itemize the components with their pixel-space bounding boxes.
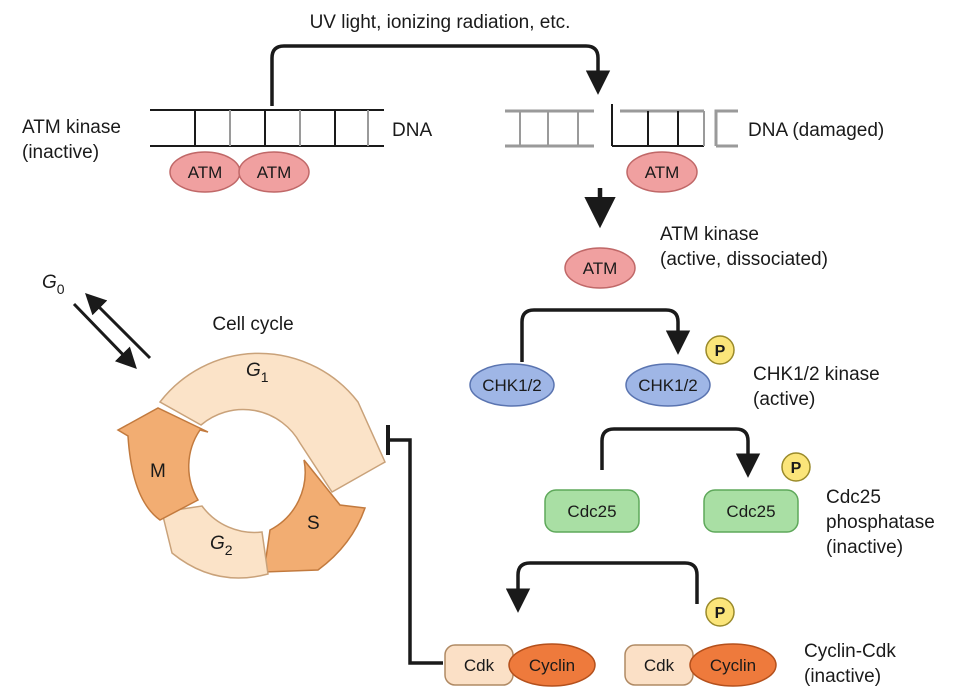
- cell-cycle-ring: [116, 352, 386, 579]
- chk-node-inactive: CHK1/2: [469, 363, 555, 407]
- svg-text:ATM: ATM: [583, 259, 618, 278]
- dna-damaged: [505, 104, 738, 148]
- chk-node-active: CHK1/2: [625, 363, 711, 407]
- dna-damaged-label: DNA (damaged): [748, 120, 884, 141]
- svg-text:ATM: ATM: [257, 163, 292, 182]
- svg-text:Cdk: Cdk: [464, 656, 495, 675]
- atm-node-inactive-1: ATM: [169, 151, 241, 193]
- svg-text:CHK1/2: CHK1/2: [638, 376, 698, 395]
- cdc25-inactivation-arrow: [600, 427, 761, 478]
- svg-text:P: P: [715, 605, 726, 622]
- svg-text:Cdk: Cdk: [644, 656, 675, 675]
- cyclin-cdk-label-1: Cyclin-Cdk: [804, 641, 896, 662]
- chk-activation-arrow: [520, 308, 691, 362]
- svg-text:ATM: ATM: [188, 163, 223, 182]
- m-label: M: [150, 461, 166, 482]
- cyclin-cdk-label-2: (inactive): [804, 666, 881, 687]
- s-label: S: [307, 513, 320, 534]
- svg-text:P: P: [791, 460, 802, 477]
- atm-inactive-label-1: ATM kinase: [22, 117, 121, 138]
- svg-text:Cdc25: Cdc25: [567, 502, 616, 521]
- svg-text:Cyclin: Cyclin: [529, 656, 575, 675]
- cdc25-node-active: Cdc25: [544, 489, 640, 533]
- dna-label: DNA: [392, 120, 432, 141]
- trigger-arrow: [270, 44, 611, 106]
- exit-to-g0-arrow: [85, 293, 152, 360]
- g1-segment: [158, 352, 386, 493]
- svg-text:P: P: [715, 343, 726, 360]
- cdc25-label-2: phosphatase: [826, 512, 935, 533]
- reenter-from-g0-arrow: [72, 302, 137, 370]
- atm-node-inactive-2: ATM: [238, 151, 310, 193]
- chk-label-2: (active): [753, 389, 815, 410]
- g1-label: G1: [246, 360, 269, 385]
- svg-text:ATM: ATM: [645, 163, 680, 182]
- chk-label-1: CHK1/2 kinase: [753, 364, 880, 385]
- cell-cycle-title: Cell cycle: [212, 314, 293, 335]
- s-segment: [263, 459, 367, 573]
- chk-phospho-badge: P: [705, 335, 735, 365]
- cdk-node-active: Cdk: [444, 644, 514, 686]
- atm-node-bound-damaged: ATM: [626, 151, 698, 193]
- cyclin-cdk-phospho-badge: P: [705, 597, 735, 627]
- g2-segment: [161, 505, 269, 579]
- cdc25-label-1: Cdc25: [826, 487, 881, 508]
- cell-cycle-inhibition-line: [388, 438, 443, 665]
- m-segment: [116, 407, 209, 521]
- cyclin-node-inactive: Cyclin: [689, 643, 777, 687]
- svg-text:Cdc25: Cdc25: [726, 502, 775, 521]
- atm-active-label-2: (active, dissociated): [660, 249, 828, 270]
- dna-intact: [150, 109, 384, 147]
- atm-active-label-1: ATM kinase: [660, 224, 759, 245]
- cyclin-cdk-dephospho-arrow: [505, 561, 699, 613]
- g2-label: G2: [210, 533, 233, 558]
- cdc25-phospho-badge: P: [781, 452, 811, 482]
- cyclin-node-active: Cyclin: [508, 643, 596, 687]
- trigger-label: UV light, ionizing radiation, etc.: [310, 12, 571, 33]
- svg-text:Cyclin: Cyclin: [710, 656, 756, 675]
- cdk-node-inactive: Cdk: [624, 644, 694, 686]
- cdc25-node-inactive: Cdc25: [703, 489, 799, 533]
- atm-inactive-label-2: (inactive): [22, 142, 99, 163]
- cdc25-label-3: (inactive): [826, 537, 903, 558]
- g0-label: G0: [42, 272, 65, 297]
- atm-node-active: ATM: [564, 247, 636, 289]
- svg-text:CHK1/2: CHK1/2: [482, 376, 542, 395]
